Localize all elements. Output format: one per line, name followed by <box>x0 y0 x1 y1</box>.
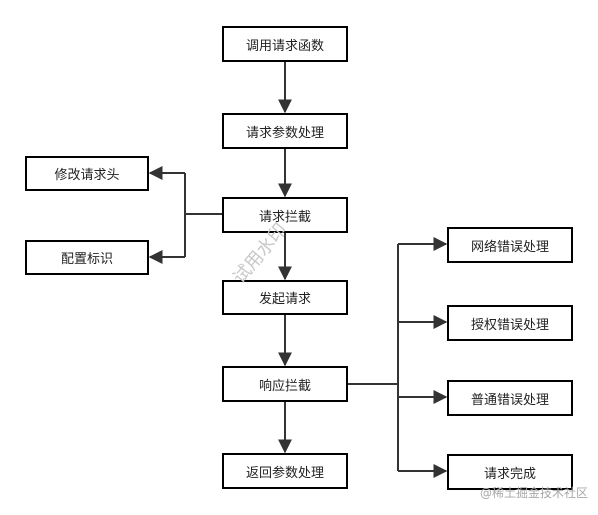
node-param-processing[interactable]: 请求参数处理 <box>222 113 348 149</box>
node-request-complete[interactable]: 请求完成 <box>447 454 573 490</box>
node-call-function[interactable]: 调用请求函数 <box>222 26 348 62</box>
footer-credit: @稀土掘金技术社区 <box>479 486 588 500</box>
node-auth-error[interactable]: 授权错误处理 <box>447 305 573 341</box>
node-send-request[interactable]: 发起请求 <box>222 280 348 315</box>
node-general-error[interactable]: 普通错误处理 <box>447 380 573 416</box>
node-response-interceptor[interactable]: 响应拦截 <box>222 366 348 402</box>
node-modify-header[interactable]: 修改请求头 <box>25 156 149 191</box>
node-return-param-processing[interactable]: 返回参数处理 <box>222 453 348 489</box>
node-request-interceptor[interactable]: 请求拦截 <box>222 197 348 233</box>
node-network-error[interactable]: 网络错误处理 <box>447 227 573 263</box>
node-config-flag[interactable]: 配置标识 <box>25 240 149 275</box>
